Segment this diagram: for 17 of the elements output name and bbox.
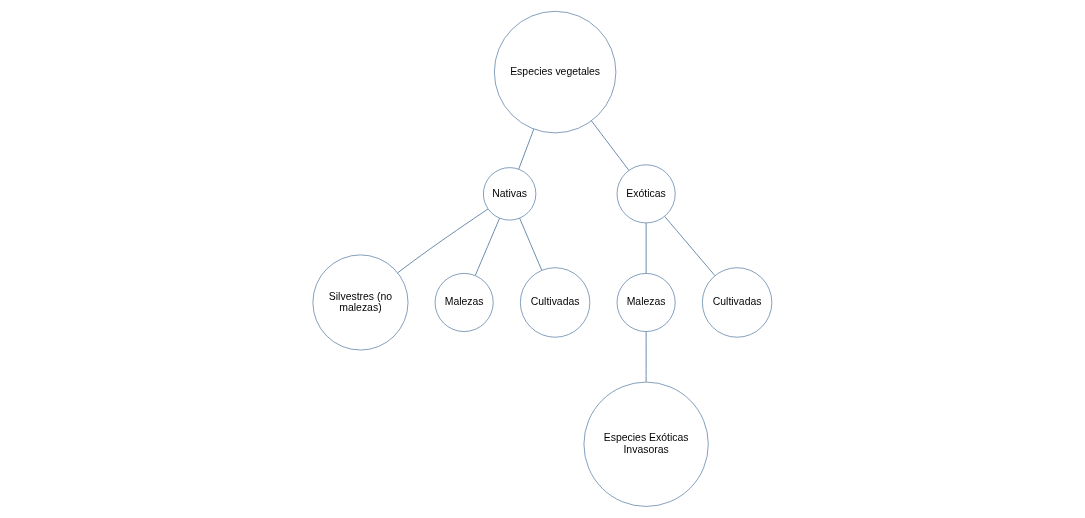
- node-circle: Especies vegetales: [493, 10, 617, 134]
- node-circle: Silvestres (no malezas): [312, 254, 409, 351]
- connector: [645, 331, 647, 383]
- connector: [645, 222, 647, 274]
- node-circle: Nativas: [483, 167, 537, 221]
- connector: [397, 208, 489, 274]
- node-circle: Malezas: [616, 273, 676, 332]
- connector: [519, 217, 543, 271]
- node-circle: Cultivadas: [520, 267, 591, 338]
- node-circle: Exóticas: [616, 164, 676, 224]
- connector: [518, 128, 535, 170]
- node-circle: Cultivadas: [702, 267, 773, 338]
- connector: [664, 216, 716, 276]
- connector: [474, 217, 501, 276]
- connector: [590, 120, 630, 171]
- node-circle: Malezas: [434, 273, 494, 332]
- node-circle: Especies Exóticas Invasoras: [583, 381, 709, 507]
